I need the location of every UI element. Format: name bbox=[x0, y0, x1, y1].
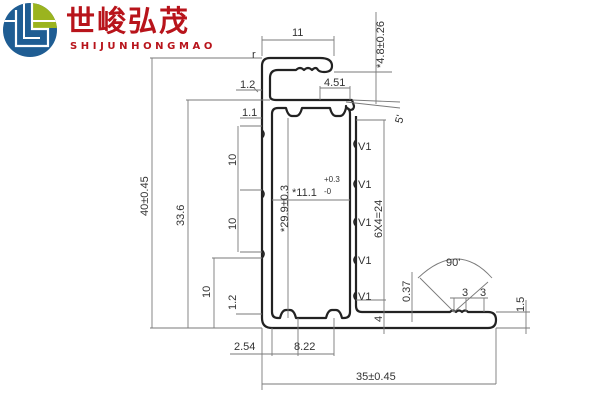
brand-name-en: SHIJUNHONGMAO bbox=[70, 41, 216, 52]
dim-33-6: 33.6 bbox=[175, 205, 187, 226]
dim-1-1: 1.1 bbox=[242, 107, 257, 119]
v-mark-2: V1 bbox=[358, 179, 371, 191]
dim-4-51: 4.51 bbox=[324, 77, 345, 89]
logo-mark-icon bbox=[3, 3, 57, 57]
dim-3-a: 3 bbox=[462, 287, 468, 299]
v-mark-1: V1 bbox=[358, 141, 371, 153]
dim-4-8: *4.8±0.26 bbox=[375, 21, 387, 68]
dim-r: r bbox=[252, 49, 256, 61]
dim-1-5: 1.5 bbox=[515, 297, 527, 312]
dim-angle-5: 5' bbox=[393, 114, 407, 125]
dim-29-9: *29.9±0.3 bbox=[279, 185, 291, 232]
brand-name-cn: 世峻弘茂 bbox=[66, 4, 191, 38]
dimension-lines bbox=[150, 12, 530, 390]
v-mark-5: V1 bbox=[358, 291, 371, 303]
dim-1-2-base: 1.2 bbox=[227, 295, 239, 310]
dim-35: 35±0.45 bbox=[356, 371, 396, 383]
dim-40: 40±0.45 bbox=[139, 176, 151, 216]
dim-0-37: 0.37 bbox=[401, 281, 413, 302]
dim-11-1-tol-lower: -0 bbox=[324, 187, 332, 196]
dim-1-2-top: 1.2 bbox=[240, 79, 255, 91]
dim-4: 4 bbox=[373, 316, 385, 322]
dim-10-a: 10 bbox=[227, 154, 239, 166]
dim-11-1-tol-upper: +0.3 bbox=[324, 175, 340, 184]
v-mark-3: V1 bbox=[358, 217, 371, 229]
dim-6x4-24: 6X4=24 bbox=[373, 200, 385, 238]
dim-11: 11 bbox=[292, 27, 303, 39]
profile-outline bbox=[260, 56, 498, 330]
dimension-labels: 11 *4.8±0.26 r 1.2 1.1 4.51 5' 40±0.45 3… bbox=[139, 21, 527, 383]
v-mark-4: V1 bbox=[358, 255, 371, 267]
brand-logo: 世峻弘茂 SHIJUNHONGMAO bbox=[0, 0, 240, 57]
dim-angle-90: 90' bbox=[446, 257, 460, 269]
dim-3-b: 3 bbox=[480, 287, 486, 299]
dim-10-b: 10 bbox=[227, 218, 239, 230]
dim-8-22: 8.22 bbox=[294, 341, 315, 353]
dim-2-54: 2.54 bbox=[234, 341, 255, 353]
dim-10-c: 10 bbox=[201, 286, 213, 298]
dim-11-1: *11.1 bbox=[292, 187, 317, 199]
